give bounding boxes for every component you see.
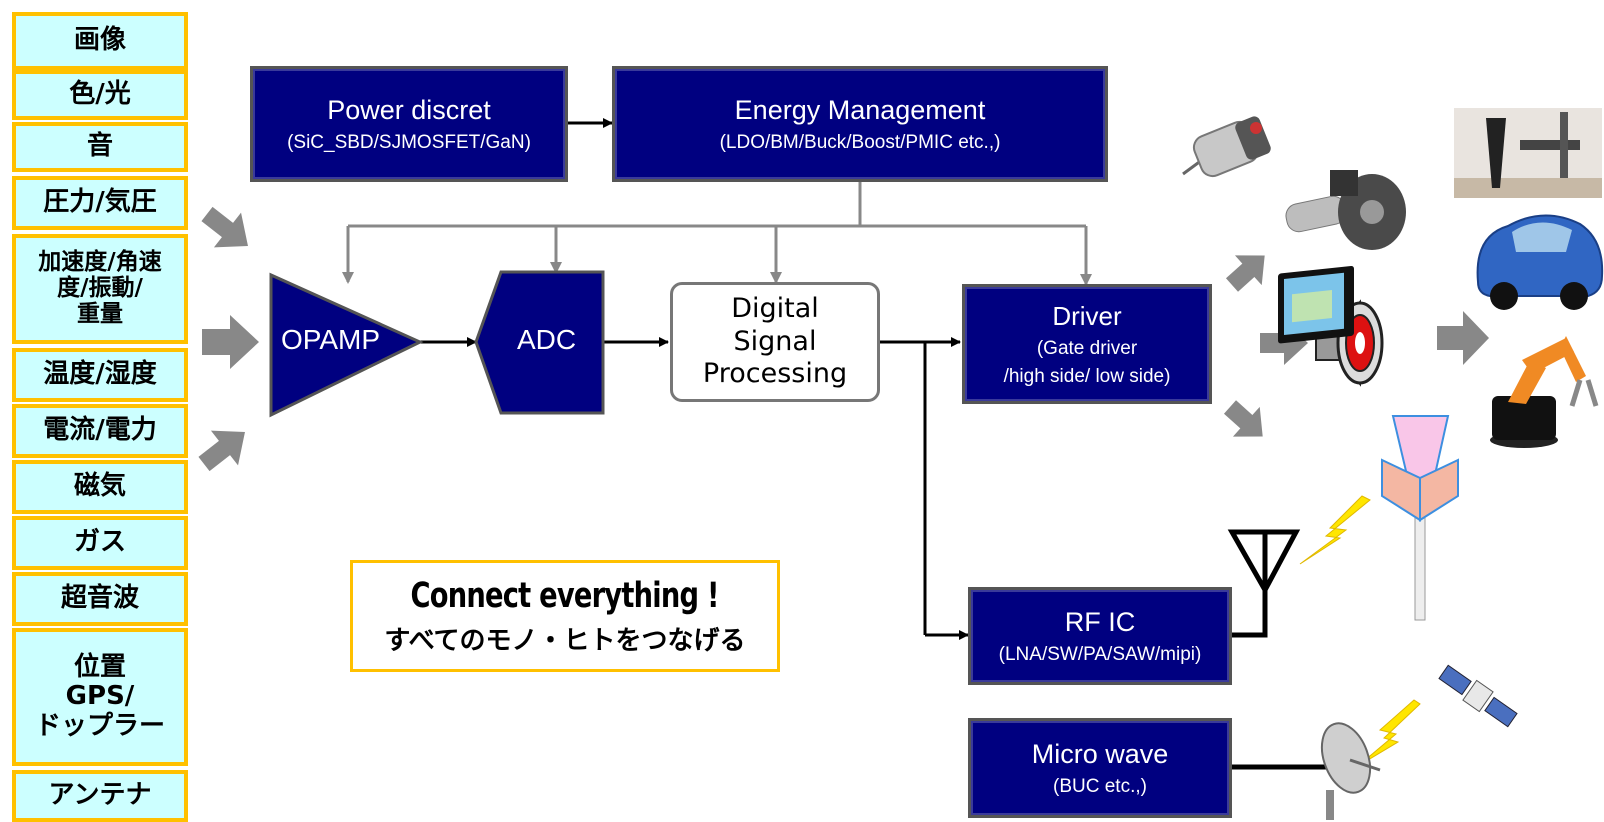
microwave-block: Micro wave (BUC etc.,) (968, 718, 1232, 818)
input-arrow-bottom (198, 430, 245, 472)
energy-management-block: Energy Management (LDO/BM/Buck/Boost/PMI… (612, 66, 1108, 182)
sensor-item: ガス (12, 516, 188, 570)
output-arrow-motor (1225, 255, 1265, 292)
opamp-label: OPAMP (281, 324, 381, 355)
sensor-item: 温度/湿度 (12, 348, 188, 402)
wiper-motor-icon (1285, 170, 1406, 250)
cell-tower-icon (1381, 415, 1459, 621)
sensor-item: 電流/電力 (12, 404, 188, 458)
tagline-english: Connect everything ! (410, 575, 720, 616)
sensor-item: 画像 (12, 12, 188, 70)
energy-distribution-lines (342, 181, 1092, 286)
antenna-icon (1227, 529, 1301, 596)
adc-shape (474, 270, 605, 415)
driver-block: Driver (Gate driver /high side/ low side… (962, 284, 1212, 404)
driver-title: Driver (1052, 300, 1122, 331)
energy-management-title: Energy Management (734, 94, 986, 125)
satellite-icon (1438, 664, 1518, 728)
input-arrow-top (201, 206, 248, 248)
adc-label: ADC (517, 324, 577, 355)
car-icon (1476, 214, 1604, 310)
microwave-subtitle: (BUC etc.,) (1053, 775, 1147, 797)
input-arrow-middle (202, 315, 259, 369)
dsp-block: Digital Signal Processing (670, 282, 880, 402)
robot-arm-icon (1490, 336, 1599, 448)
power-discrete-block: Power discret (SiC_SBD/SJMOSFET/GaN) (250, 66, 568, 182)
driver-subtitle-1: (Gate driver (1036, 337, 1138, 359)
power-discrete-title: Power discret (327, 94, 491, 125)
motor-icon (1182, 116, 1271, 178)
sensor-item: 圧力/気圧 (12, 176, 188, 230)
car-navigation-icon (1278, 265, 1354, 344)
tagline-japanese: すべてのモノ・ヒトをつなげる (384, 625, 746, 656)
robot-room-icon (1454, 108, 1602, 198)
microwave-title: Micro wave (1031, 738, 1169, 769)
power-discrete-subtitle: (SiC_SBD/SJMOSFET/GaN) (287, 131, 531, 153)
rf-ic-block: RF IC (LNA/SW/PA/SAW/mipi) (968, 587, 1232, 685)
energy-management-subtitle: (LDO/BM/Buck/Boost/PMIC etc.,) (719, 131, 1001, 153)
sensor-item: アンテナ (12, 770, 188, 822)
sensor-item: 位置 GPS/ ドップラー (12, 628, 188, 766)
tagline-box: Connect everything ! すべてのモノ・ヒトをつなげる (350, 560, 780, 672)
rf-ic-subtitle: (LNA/SW/PA/SAW/mipi) (998, 643, 1202, 665)
signal-chain-lines (420, 337, 969, 640)
driver-subtitle-2: /high side/ low side) (1003, 365, 1171, 387)
lightning-icon-satellite (1357, 699, 1421, 767)
sensor-item: 磁気 (12, 460, 188, 514)
sensor-input-arrows (198, 206, 259, 472)
satellite-dish-icon (1320, 722, 1381, 820)
output-arrow-applications (1437, 311, 1489, 365)
sensor-item: 加速度/角速 度/振動/ 重量 (12, 234, 188, 344)
output-arrow-navigation (1223, 400, 1263, 437)
sensor-item: 超音波 (12, 572, 188, 626)
opamp-shape (269, 272, 424, 418)
sensor-item: 音 (12, 122, 188, 172)
lightning-icon (1299, 495, 1371, 565)
sensor-item: 色/光 (12, 70, 188, 120)
rf-ic-title: RF IC (1064, 606, 1136, 637)
